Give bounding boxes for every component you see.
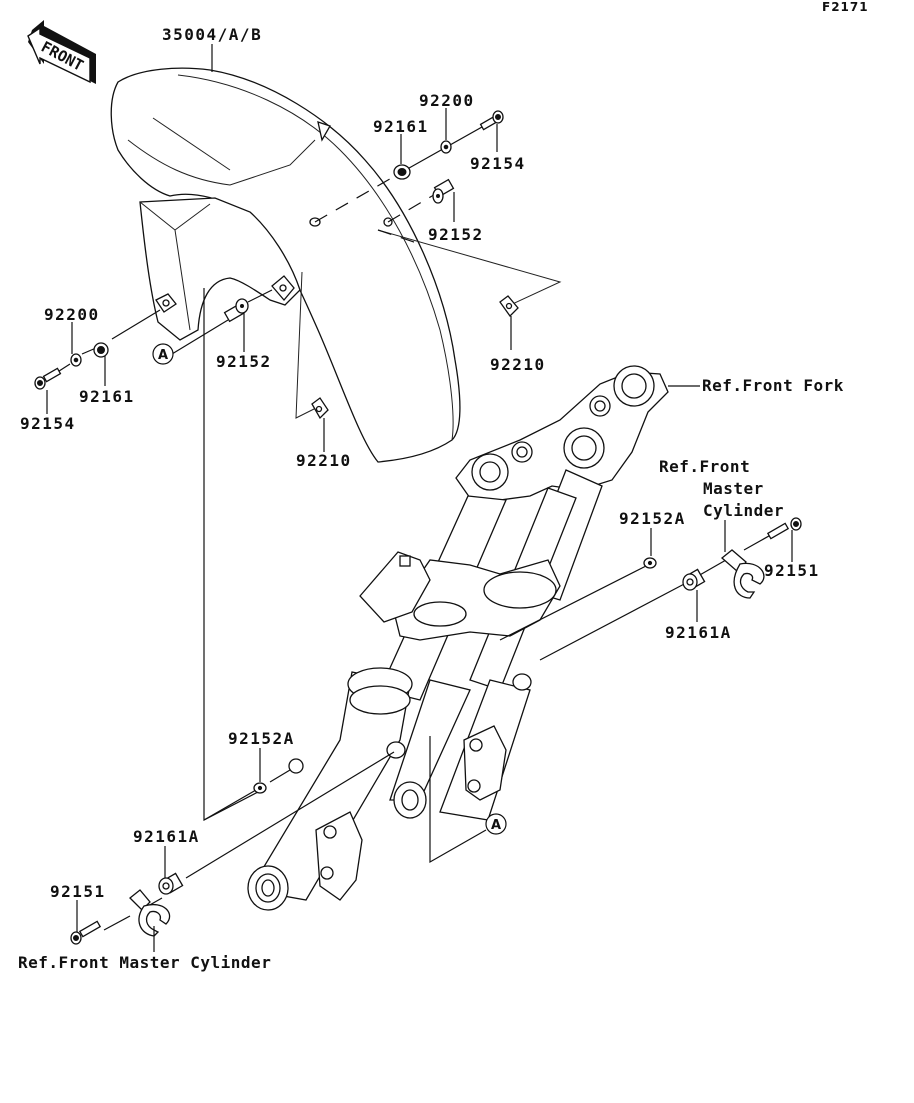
ref-master-cylinder-right-line1: Ref.Front [659, 457, 750, 476]
part-label-92161a-right: 92161A [665, 623, 732, 642]
part-label-92200-left: 92200 [44, 305, 100, 324]
ref-front-fork: Ref.Front Fork [702, 376, 844, 395]
callout-a-lower: A [485, 813, 507, 835]
figure-code: F2171 [822, 0, 869, 14]
front-arrow-icon: FRONT [27, 20, 96, 84]
ref-master-cylinder-left: Ref.Front Master Cylinder [18, 953, 271, 972]
part-label-92154-left: 92154 [20, 414, 76, 433]
collar-92152-left [223, 298, 249, 323]
bushing-92161a-right [682, 568, 706, 591]
front-fender [110, 67, 461, 463]
washer-92200-top [440, 140, 452, 154]
part-label-92152a-right: 92152A [619, 509, 686, 528]
part-label-92210-lower: 92210 [296, 451, 352, 470]
part-label-92210-right: 92210 [490, 355, 546, 374]
bushing-92161a-left [158, 872, 184, 895]
ref-master-cylinder-right-line3: Cylinder [703, 501, 784, 520]
reference-line-a-right [429, 736, 487, 864]
part-label-92152a-left: 92152A [228, 729, 295, 748]
fender-grommet-right [271, 275, 295, 302]
front-fork-assembly [247, 365, 700, 911]
bushing-92161-top [393, 164, 411, 180]
collar-92152a-right [643, 557, 657, 569]
part-label-35004: 35004/A/B [162, 25, 262, 44]
part-label-92161-left: 92161 [79, 387, 135, 406]
part-label-92152-left: 92152 [216, 352, 272, 371]
part-label-92151-left: 92151 [50, 882, 106, 901]
clamp-right [720, 549, 765, 599]
part-label-92161a-left: 92161A [133, 827, 200, 846]
svg-text:A: A [491, 818, 501, 833]
bushing-92161-left [93, 342, 109, 358]
nut-92210-right [499, 295, 519, 318]
part-label-92152-top: 92152 [428, 225, 484, 244]
fender-grommet-left [155, 293, 177, 313]
bolt-92151-left [70, 920, 102, 945]
assembly-line-top [314, 171, 403, 223]
svg-text:A: A [158, 348, 168, 363]
nut-92210-lower [311, 397, 329, 420]
ref-master-cylinder-right-line2: Master [703, 479, 764, 498]
bolt-92151-right [766, 517, 802, 540]
washer-92200-left [70, 353, 82, 367]
collar-92152-top [432, 178, 455, 204]
part-label-92154-top: 92154 [470, 154, 526, 173]
callout-a-upper: A [152, 343, 174, 365]
bolt-92154-top [479, 110, 504, 131]
bolt-92154-left [34, 367, 62, 390]
collar-92152a-left [253, 782, 267, 794]
clamp-left [129, 889, 171, 937]
part-label-92200-top: 92200 [419, 91, 475, 110]
part-label-92151-right: 92151 [764, 561, 820, 580]
part-label-92161-top: 92161 [373, 117, 429, 136]
